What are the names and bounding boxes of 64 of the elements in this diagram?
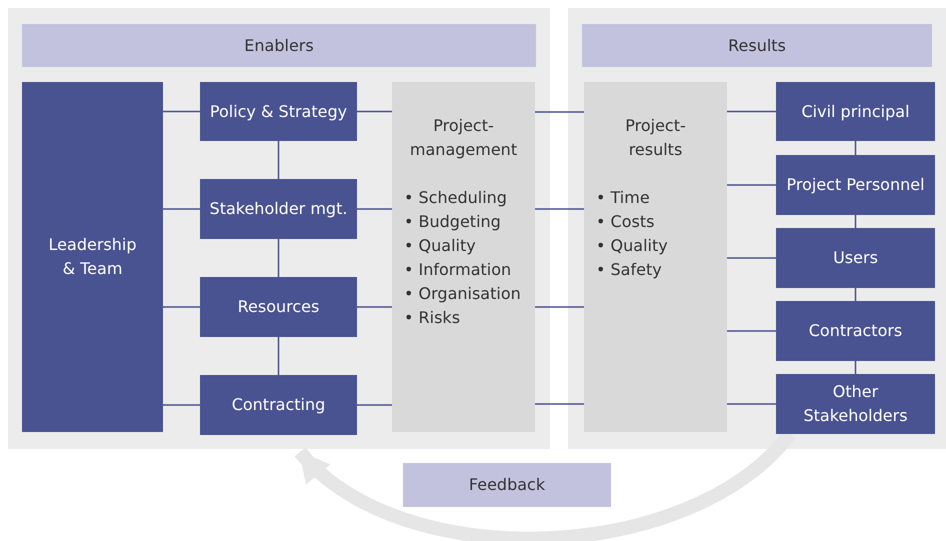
connector-line [535,306,584,308]
connector-line [535,403,584,405]
header-band [403,463,611,507]
process-box [776,301,935,361]
box-label: Stakeholder mgt. [208,198,348,220]
connector-line [854,288,856,301]
connector-line [535,111,584,113]
process-box [776,374,935,434]
content-panel [392,82,535,432]
bullet-item: • Costs [595,211,654,233]
connector-line [357,208,392,210]
connector-line [163,208,200,210]
box-label: Resources [236,296,320,318]
process-box [200,179,357,239]
connector-line [163,404,200,406]
process-box [200,277,357,337]
connector-line [854,141,856,155]
process-box [776,155,935,215]
connector-line [727,257,776,259]
box-label: Leadership & Team [48,234,138,280]
box-label: Project Personnel [785,174,926,196]
bullet-item: • Quality [403,235,476,257]
bullet-item: • Information [403,259,512,281]
box-label: Civil principal [800,100,911,122]
connector-line [163,110,200,112]
bullet-item: • Scheduling [403,187,507,209]
box-label: Contractors [808,320,904,342]
connector-line [357,404,392,406]
connector-line [278,141,280,179]
connector-line [357,306,392,308]
header-band: Results [582,24,932,67]
connector-line [163,306,200,308]
process-box [22,82,163,432]
bullet-item: • Budgeting [403,211,501,233]
connector-line [278,337,280,375]
process-box [776,228,935,288]
connector-line [357,110,392,112]
connector-line [727,330,776,332]
process-box [776,82,935,141]
bullet-item: • Time [595,187,650,209]
content-panel [584,82,727,432]
box-label: Policy & Strategy [208,100,348,122]
connector-line [727,403,776,405]
bullet-item: • Organisation [403,283,521,305]
box-label: Other Stakeholders [802,381,909,427]
box-label: Contracting [230,394,326,416]
process-box [200,375,357,435]
bullet-item: • Risks [403,307,460,329]
box-label: Users [832,247,879,269]
panel-title: Project- results [624,115,687,161]
connector-line [854,361,856,374]
group-panel [8,8,550,449]
process-box [200,82,357,141]
box-label: Feedback [468,474,546,496]
bullet-item: • Safety [595,259,662,281]
group-panel [568,8,946,449]
connector-line [535,208,584,210]
panel-title: Project- management [408,115,518,161]
bullet-item: • Quality [595,235,668,257]
header-band: Enablers [22,24,536,67]
connector-line [727,184,776,186]
connector-line [278,239,280,277]
connector-line [854,215,856,228]
connector-line [727,110,776,112]
